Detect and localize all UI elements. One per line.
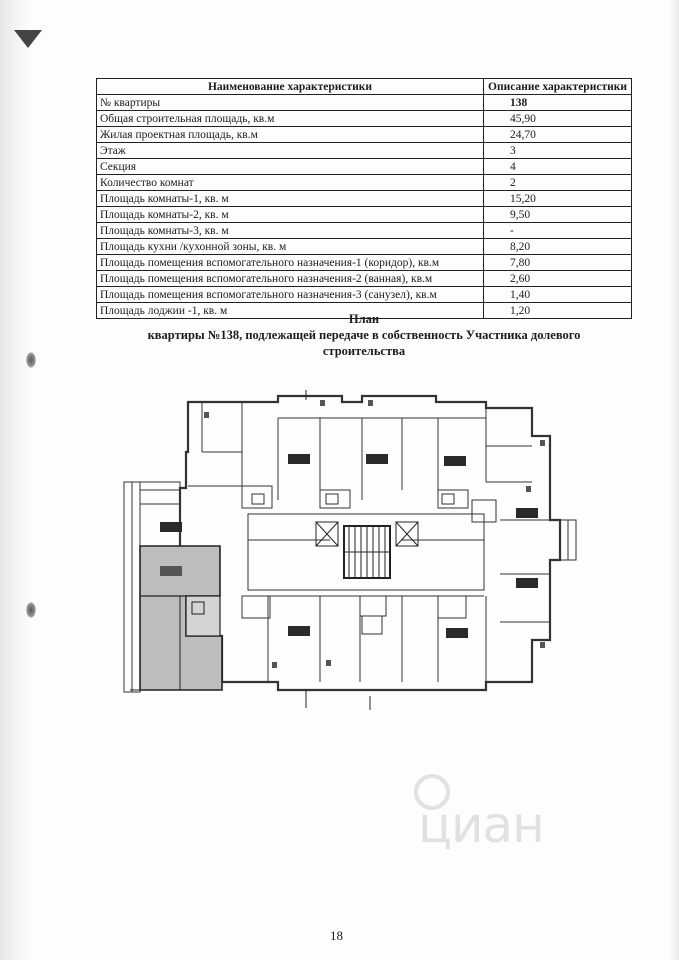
floor-plan-drawing (123, 390, 577, 710)
row-name: Общая строительная площадь, кв.м (96, 110, 484, 127)
plan-heading: План квартиры №138, подлежащей передаче … (96, 311, 632, 359)
row-name: № квартиры (96, 94, 484, 111)
header-name: Наименование характеристики (96, 78, 484, 95)
row-value: 15,20 (483, 190, 632, 207)
table-row: Площадь помещения вспомогательного назна… (96, 254, 632, 271)
table-row: Площадь помещения вспомогательного назна… (96, 270, 632, 287)
row-name: Площадь помещения вспомогательного назна… (96, 254, 484, 271)
scan-right-edge (669, 0, 679, 960)
table-header-row: Наименование характеристики Описание хар… (96, 78, 632, 95)
row-value: 8,20 (483, 238, 632, 255)
row-value: 3 (483, 142, 632, 159)
row-name: Количество комнат (96, 174, 484, 191)
plan-heading-line1: План (348, 312, 380, 326)
row-value: 2,60 (483, 270, 632, 287)
table-row: Площадь помещения вспомогательного назна… (96, 286, 632, 303)
row-value: - (483, 222, 632, 239)
punch-hole (26, 602, 36, 618)
row-name: Жилая проектная площадь, кв.м (96, 126, 484, 143)
row-value: 45,90 (483, 110, 632, 127)
row-name: Площадь помещения вспомогательного назна… (96, 286, 484, 303)
row-name: Площадь комнаты-2, кв. м (96, 206, 484, 223)
page-corner-mark (14, 30, 42, 48)
header-value: Описание характеристики (483, 78, 632, 95)
watermark-logo: циан (408, 768, 608, 858)
page-number: 18 (330, 928, 343, 943)
row-value: 138 (483, 94, 632, 111)
row-name: Площадь кухни /кухонной зоны, кв. м (96, 238, 484, 255)
apartment-characteristics-table: Наименование характеристики Описание хар… (96, 78, 632, 319)
row-value: 1,20 (483, 302, 632, 319)
row-value: 24,70 (483, 126, 632, 143)
row-name: Секция (96, 158, 484, 175)
plan-heading-line3: строительства (322, 344, 406, 358)
row-value: 9,50 (483, 206, 632, 223)
row-name: Площадь помещения вспомогательного назна… (96, 270, 484, 287)
row-value: 4 (483, 158, 632, 175)
watermark-text: циан (418, 796, 545, 854)
row-name: Этаж (96, 142, 484, 159)
scan-edge-shadow (0, 0, 32, 960)
punch-hole (26, 352, 36, 368)
row-name: Площадь комнаты-1, кв. м (96, 190, 484, 207)
row-value: 7,80 (483, 254, 632, 271)
plan-heading-line2: квартиры №138, подлежащей передаче в соб… (147, 328, 581, 342)
row-name: Площадь комнаты-3, кв. м (96, 222, 484, 239)
row-value: 2 (483, 174, 632, 191)
row-value: 1,40 (483, 286, 632, 303)
row-name: Площадь лоджии -1, кв. м (96, 302, 484, 319)
watermark-ring-icon (414, 774, 450, 810)
table-row: Площадь комнаты-3, кв. м- (96, 222, 632, 239)
